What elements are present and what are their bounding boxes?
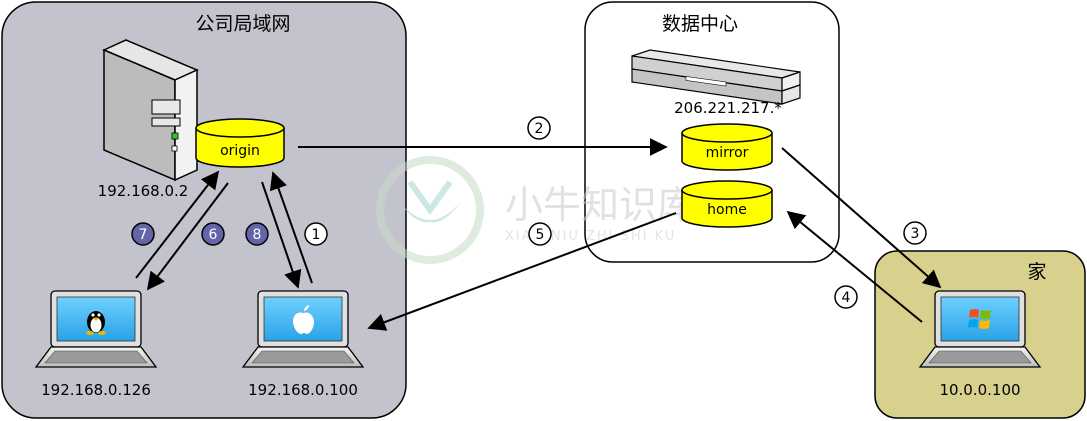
linux-laptop-ip: 192.168.0.126 [41, 381, 151, 399]
rack-server-icon [631, 49, 801, 105]
arrow-origin-to-linux [146, 182, 229, 291]
svg-text:1: 1 [312, 227, 321, 243]
step-badge-3: 3 [903, 221, 927, 245]
tower-server-icon [102, 39, 199, 182]
repo-origin-label: origin [220, 143, 260, 159]
mac-laptop [241, 290, 365, 368]
svg-text:4: 4 [842, 290, 851, 306]
company-server-ip: 192.168.0.2 [98, 182, 189, 200]
arrow-mac-to-origin [269, 171, 313, 284]
repo-home-label: home [707, 202, 747, 218]
windows-laptop [918, 290, 1042, 368]
windows-laptop-ip: 10.0.0.100 [939, 381, 1020, 399]
arrows [135, 138, 942, 331]
mac-laptop-ip: 192.168.0.100 [248, 381, 358, 399]
repo-home: home [681, 180, 773, 228]
svg-text:5: 5 [536, 227, 545, 243]
step-badge-1: 1 [304, 222, 328, 246]
data-center-ip: 206.221.217.* [674, 99, 782, 117]
arrow-origin-to-mac [261, 181, 302, 289]
step-badge-6: 6 [201, 222, 225, 246]
repo-mirror-label: mirror [706, 145, 749, 161]
repo-mirror: mirror [681, 123, 773, 171]
step-badge-4: 4 [834, 285, 858, 309]
arrow-linux-to-origin [135, 170, 220, 279]
watermark-logo-icon [376, 156, 484, 264]
arrow-mirror-to-home-laptop [781, 147, 942, 289]
home-title: 家 [1027, 261, 1046, 283]
linux-laptop [34, 290, 158, 368]
windows-logo-icon [968, 309, 991, 329]
svg-text:2: 2 [535, 121, 544, 137]
tux-penguin-icon [86, 311, 106, 335]
step-badge-8: 8 [245, 222, 269, 246]
arrow-home-laptop-to-home-repo [786, 210, 923, 323]
step-badge-5: 5 [528, 222, 552, 246]
svg-text:8: 8 [253, 227, 262, 243]
svg-text:6: 6 [209, 227, 218, 243]
svg-text:7: 7 [139, 227, 148, 243]
arrow-home-repo-to-mac [367, 212, 677, 331]
watermark-text: 小牛知识库 [505, 183, 695, 227]
svg-text:3: 3 [911, 226, 920, 242]
repo-origin: origin [195, 118, 285, 168]
data-center-title: 数据中心 [662, 13, 738, 35]
step-badge-7: 7 [131, 222, 155, 246]
step-badge-2: 2 [527, 116, 551, 140]
apple-logo-icon [293, 305, 314, 334]
company-lan-title: 公司局域网 [195, 13, 290, 35]
